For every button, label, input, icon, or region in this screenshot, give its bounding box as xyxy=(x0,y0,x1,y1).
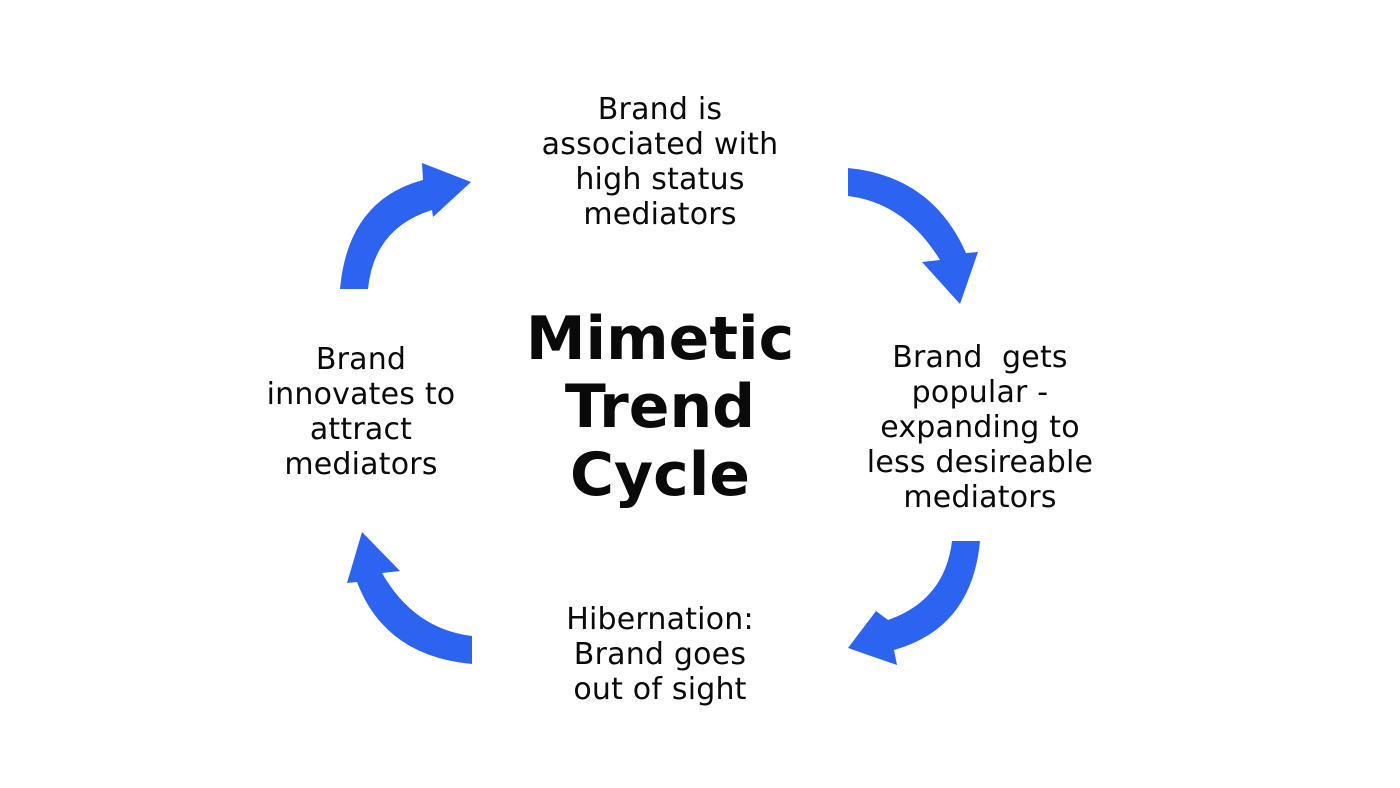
stage-top-line: high status xyxy=(575,162,745,197)
stage-right-line: expanding to xyxy=(880,410,1080,445)
title-line: Mimetic xyxy=(525,304,795,374)
stage-top-line: mediators xyxy=(583,197,737,232)
stage-bottom-line: out of sight xyxy=(573,672,747,707)
arrow-right-to-bottom xyxy=(848,541,980,665)
stage-left-line: mediators xyxy=(284,447,438,482)
stage-right-line: popular - xyxy=(911,375,1049,410)
title-line: Trend xyxy=(564,372,756,442)
stage-bottom-text: Hibernation: Brand goes out of sight xyxy=(510,602,810,707)
stage-top-line: associated with xyxy=(541,127,779,162)
stage-left-text: Brand innovates to attract mediators xyxy=(230,342,492,482)
title-line: Cycle xyxy=(570,440,750,510)
stage-left-line: attract xyxy=(309,412,413,447)
stage-top-text: Brand is associated with high status med… xyxy=(500,92,820,232)
stage-right-line: mediators xyxy=(903,480,1057,515)
arrow-bottom-to-left xyxy=(347,532,472,664)
stage-bottom-line: Brand goes xyxy=(573,637,747,672)
stage-left-line: innovates to xyxy=(266,377,456,412)
stage-top-line: Brand is xyxy=(597,92,723,127)
stage-left-line: Brand xyxy=(315,342,407,377)
stage-bottom-line: Hibernation: xyxy=(566,602,754,637)
stage-right-line: Brand gets xyxy=(892,340,1068,375)
stage-right-text: Brand gets popular - expanding to less d… xyxy=(830,340,1130,515)
arrow-top-to-right xyxy=(848,168,978,304)
diagram-title: Mimetic Trend Cycle xyxy=(510,305,810,509)
stage-right-line: less desireable xyxy=(866,445,1094,480)
arrow-left-to-top xyxy=(340,163,471,289)
